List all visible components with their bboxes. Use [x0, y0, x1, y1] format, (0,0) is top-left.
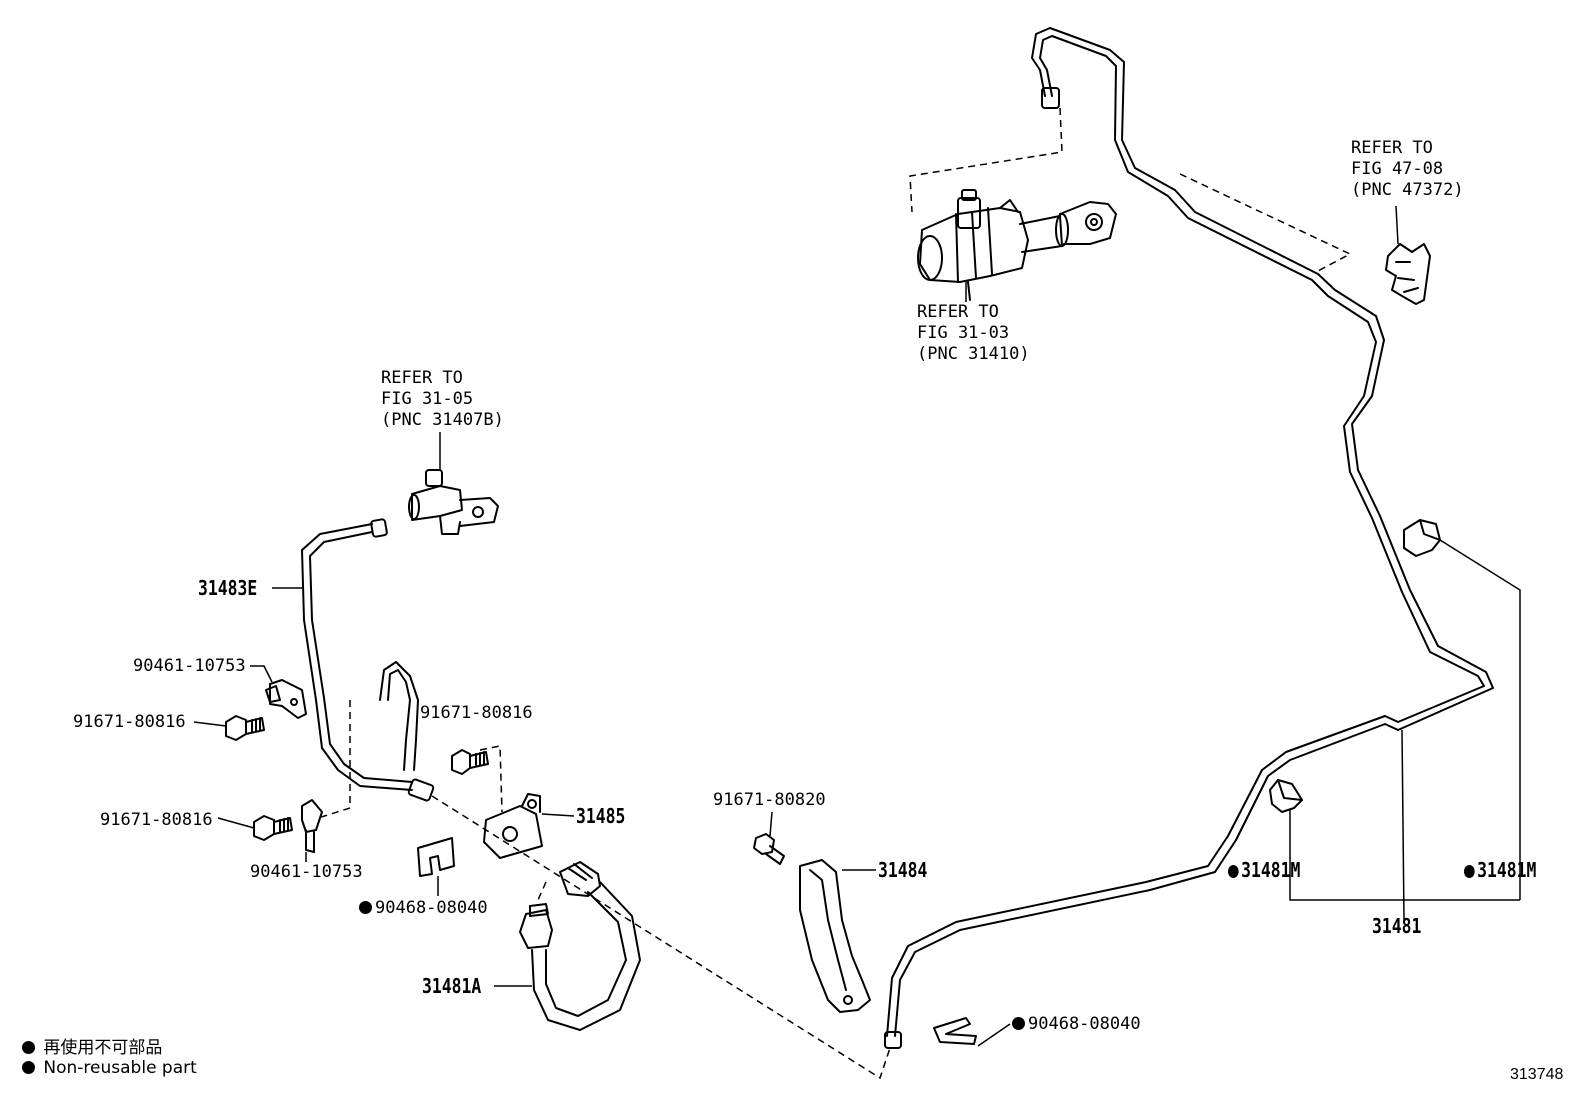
clip-31481M-upper — [1403, 519, 1441, 557]
part-label-91671-lower-left[interactable]: 91671-80816 — [100, 810, 213, 830]
ref-line-1: REFER TO — [917, 302, 999, 322]
legend-non-reusable-jp: 再使用不可部品 — [22, 1033, 162, 1058]
refer-to-master-cylinder: REFER TO FIG 31-03 (PNC 31410) — [917, 302, 1030, 365]
clamp-47372-illustration — [1385, 243, 1431, 305]
part-number-text: 90468-08040 — [1028, 1014, 1141, 1034]
legend-text-jp: 再使用不可部品 — [43, 1038, 163, 1058]
non-reusable-dot — [1464, 865, 1475, 878]
figure-id: 313748 — [1510, 1066, 1564, 1083]
leader-lines — [193, 205, 1521, 1047]
clip-90468-right-illustration — [933, 1017, 977, 1045]
part-label-91671-80820[interactable]: 91671-80820 — [713, 790, 826, 810]
bracket-31485-illustration — [483, 793, 543, 859]
part-label-90461-upper[interactable]: 90461-10753 — [133, 656, 246, 676]
ref-line-3: (PNC 31410) — [917, 344, 1030, 364]
clip-90468-left-illustration — [417, 837, 455, 877]
part-label-31481M-right[interactable]: 31481M — [1464, 858, 1536, 882]
part-number-text: 90468-08040 — [375, 898, 488, 918]
part-label-90468-right[interactable]: 90468-08040 — [1012, 1014, 1141, 1034]
bracket-90461-lower — [301, 799, 323, 853]
clutch-line-tube-31481 — [886, 27, 1494, 1037]
ref-line-3: (PNC 31407B) — [381, 410, 504, 430]
bolt-91671-lower-left — [253, 815, 293, 841]
part-number-text: 31481M — [1477, 858, 1537, 882]
part-label-90468-left[interactable]: 90468-08040 — [359, 898, 488, 918]
ref-line-1: REFER TO — [381, 368, 463, 388]
bolt-91671-80820 — [753, 833, 785, 865]
legend-dot — [22, 1061, 35, 1074]
ref-line-2: FIG 47-08 — [1351, 159, 1444, 179]
hose-31481A-illustration — [519, 861, 641, 1031]
ref-line-3: (PNC 47372) — [1351, 180, 1464, 200]
legend-dot — [22, 1041, 35, 1054]
legend-text-en: Non-reusable part — [43, 1058, 197, 1078]
union-31407B-illustration — [408, 469, 499, 535]
part-label-31485[interactable]: 31485 — [576, 804, 626, 828]
non-reusable-dot — [1012, 1017, 1025, 1030]
non-reusable-dot — [359, 901, 372, 914]
part-label-31484[interactable]: 31484 — [878, 858, 928, 882]
bolt-91671-mid — [451, 749, 489, 775]
part-label-31481[interactable]: 31481 — [1372, 914, 1422, 938]
part-label-90461-lower[interactable]: 90461-10753 — [250, 862, 363, 882]
ref-line-2: FIG 31-03 — [917, 323, 1010, 343]
dashed-reference-lines — [317, 107, 1352, 1080]
bracket-31484-illustration — [799, 859, 871, 1013]
non-reusable-dot — [1228, 865, 1239, 878]
part-label-31481M-left[interactable]: 31481M — [1228, 858, 1300, 882]
legend-non-reusable-en: Non-reusable part — [22, 1058, 197, 1078]
part-label-91671-upper-left[interactable]: 91671-80816 — [73, 712, 186, 732]
part-number-text: 31481M — [1241, 858, 1301, 882]
line-fitting-top — [1041, 87, 1060, 109]
master-cylinder-illustration — [917, 189, 1117, 301]
refer-to-union: REFER TO FIG 31-05 (PNC 31407B) — [381, 368, 504, 431]
tube-31483E — [301, 518, 435, 802]
bolt-91671-upper-left — [225, 715, 265, 741]
part-label-91671-mid[interactable]: 91671-80816 — [420, 703, 533, 723]
bracket-90461-upper — [265, 679, 307, 719]
clip-31481M-lower — [1269, 779, 1303, 813]
part-label-31483E[interactable]: 31483E — [198, 576, 258, 600]
part-label-31481A[interactable]: 31481A — [422, 974, 482, 998]
refer-to-clamp: REFER TO FIG 47-08 (PNC 47372) — [1351, 138, 1464, 201]
ref-line-1: REFER TO — [1351, 138, 1433, 158]
line-fitting-bottom — [884, 1031, 902, 1049]
ref-line-2: FIG 31-05 — [381, 389, 474, 409]
